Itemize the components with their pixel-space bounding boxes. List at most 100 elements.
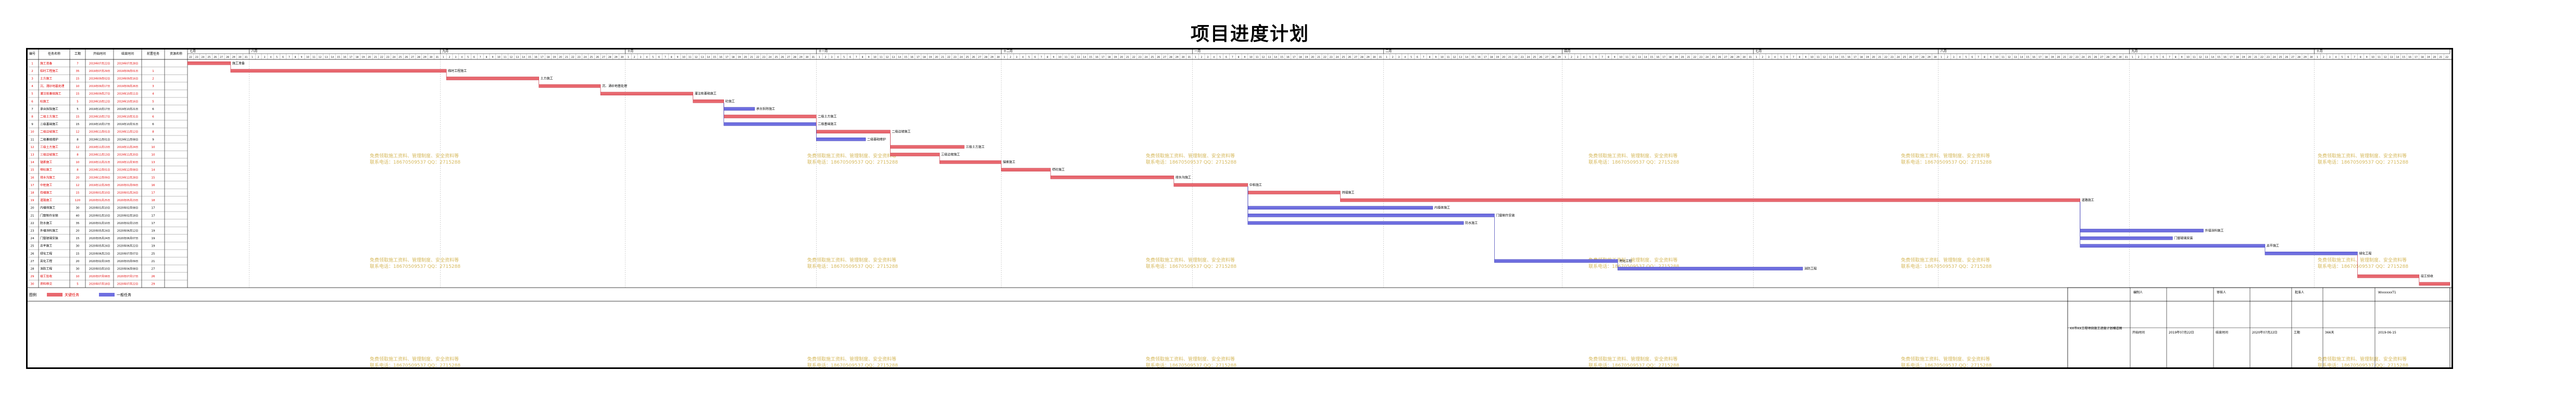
task-duration: 30 (76, 207, 80, 210)
day-tick-label: 31 (1379, 56, 1382, 59)
day-tick-label: 19 (2427, 56, 2430, 59)
gantt-bar[interactable] (187, 61, 231, 65)
gantt-bar[interactable] (1247, 206, 1433, 209)
day-tick-label: 4 (1583, 56, 1585, 59)
gantt-bar[interactable] (890, 145, 965, 149)
task-name: 门窗玻璃安装 (40, 236, 58, 240)
gantt-bar[interactable] (2419, 282, 2450, 286)
day-tick-label: 11 (1447, 56, 1450, 59)
watermark-text: 免费领取施工资料、管理制度、安全资料等 (2318, 153, 2407, 159)
gantt-bar[interactable] (2080, 229, 2204, 232)
day-tick-label: 22 (756, 56, 759, 59)
gantt-bar[interactable] (600, 92, 693, 95)
day-tick-label: 27 (2100, 56, 2103, 59)
day-tick-label: 29 (615, 56, 618, 59)
day-tick-label: 28 (1169, 56, 1172, 59)
task-predecessor: 8 (152, 131, 154, 134)
gantt-bar[interactable] (723, 107, 755, 111)
day-tick-label: 13 (1077, 56, 1080, 59)
task-start: 2020年07月18日 (89, 282, 110, 286)
gantt-bar[interactable] (2357, 274, 2420, 278)
day-tick-label: 2 (1947, 56, 1948, 59)
day-tick-label: 22 (1132, 56, 1135, 59)
task-start: 2019年10月17日 (89, 115, 110, 119)
gantt-bar[interactable] (2265, 252, 2358, 255)
task-no: 20 (31, 207, 34, 210)
gantt-bar[interactable] (816, 138, 866, 141)
day-tick-label: 2 (449, 56, 451, 59)
task-start: 2020年01月10日 (89, 221, 110, 225)
gantt-bar-label: 资料移交 (2452, 282, 2453, 286)
day-tick-label: 30 (1743, 56, 1746, 59)
task-end: 2019年07月28日 (117, 61, 138, 65)
gantt-bar[interactable] (1247, 221, 1464, 225)
task-predecessor: 14 (152, 169, 155, 172)
day-tick-label: 3 (1577, 56, 1579, 59)
gantt-bar[interactable] (1247, 214, 1495, 217)
watermark-text: 联系电话：18670509537 QQ：2715288 (1901, 362, 1992, 368)
day-tick-label: 11 (2002, 56, 2005, 59)
gantt-bar[interactable] (1247, 191, 1341, 194)
task-name: 内墙体施工 (40, 206, 55, 210)
watermark-text: 免费领取施工资料、管理制度、安全资料等 (1146, 257, 1235, 263)
day-tick-label: 15 (1650, 56, 1653, 59)
day-tick-label: 22 (189, 56, 192, 59)
day-tick-label: 18 (1490, 56, 1493, 59)
gantt-bar[interactable] (2080, 236, 2173, 240)
day-tick-label: 12 (319, 56, 322, 59)
day-tick-label: 23 (2267, 56, 2270, 59)
watermark-text: 免费领取施工资料、管理制度、安全资料等 (370, 356, 459, 362)
day-tick-label: 12 (2008, 56, 2011, 59)
day-tick-label: 26 (1157, 56, 1160, 59)
task-predecessor: 25 (152, 252, 155, 255)
day-tick-label: 17 (1662, 56, 1666, 59)
day-tick-label: 16 (2032, 56, 2035, 59)
watermark-text: 联系电话：18670509537 QQ：2715288 (1901, 263, 1992, 269)
task-no: 10 (31, 131, 34, 134)
month-label: 九月 (2132, 49, 2138, 53)
day-tick-label: 27 (2291, 56, 2294, 59)
day-tick-label: 21 (2254, 56, 2257, 59)
month-label: 七月 (1755, 49, 1761, 53)
day-tick-label: 24 (1706, 56, 1709, 59)
day-tick-label: 30 (1182, 56, 1185, 59)
gantt-bar[interactable] (723, 115, 817, 118)
task-name: 土方施工 (40, 77, 52, 81)
gantt-bar[interactable] (939, 160, 1002, 164)
day-tick-label: 29 (1367, 56, 1370, 59)
gantt-bar[interactable] (446, 77, 539, 80)
task-name: 门窗制作安装 (40, 213, 58, 217)
gantt-bar[interactable] (1173, 183, 1248, 187)
task-duration: 8 (77, 138, 79, 141)
gantt-bar[interactable] (1050, 176, 1174, 179)
day-tick-label: 19 (1305, 56, 1308, 59)
task-start: 2019年11月01日 (89, 138, 110, 141)
day-tick-label: 10 (873, 56, 877, 59)
task-duration: 12 (76, 131, 80, 134)
day-tick-label: 28 (608, 56, 611, 59)
gantt-bar[interactable] (890, 153, 940, 156)
gantt-bar[interactable] (723, 122, 817, 126)
day-tick-label: 17 (1293, 56, 1296, 59)
gantt-bar[interactable] (1340, 198, 2081, 202)
day-tick-label: 5 (1028, 56, 1030, 59)
task-end: 2019年10月21日 (117, 107, 138, 111)
day-tick-label: 20 (1502, 56, 1505, 59)
day-tick-label: 7 (1232, 56, 1233, 59)
task-name: 挡墙施工 (40, 191, 52, 195)
task-predecessor: 10 (152, 146, 155, 149)
gantt-bar[interactable] (1494, 259, 1618, 263)
gantt-bar[interactable] (230, 69, 447, 73)
gantt-bar[interactable] (2080, 244, 2266, 248)
gantt-bar[interactable] (1001, 168, 1051, 171)
gantt-bar[interactable] (693, 100, 724, 103)
task-start: 2020年05月24日 (89, 237, 110, 240)
day-tick-label: 31 (245, 56, 248, 59)
gantt-bar[interactable] (539, 84, 601, 88)
gantt-bar[interactable] (816, 130, 891, 133)
day-tick-label: 10 (2371, 56, 2374, 59)
gantt-bar[interactable] (1617, 267, 1803, 270)
task-name: 资料移交 (40, 282, 52, 286)
day-tick-label: 6 (1034, 56, 1036, 59)
day-tick-label: 5 (1410, 56, 1412, 59)
